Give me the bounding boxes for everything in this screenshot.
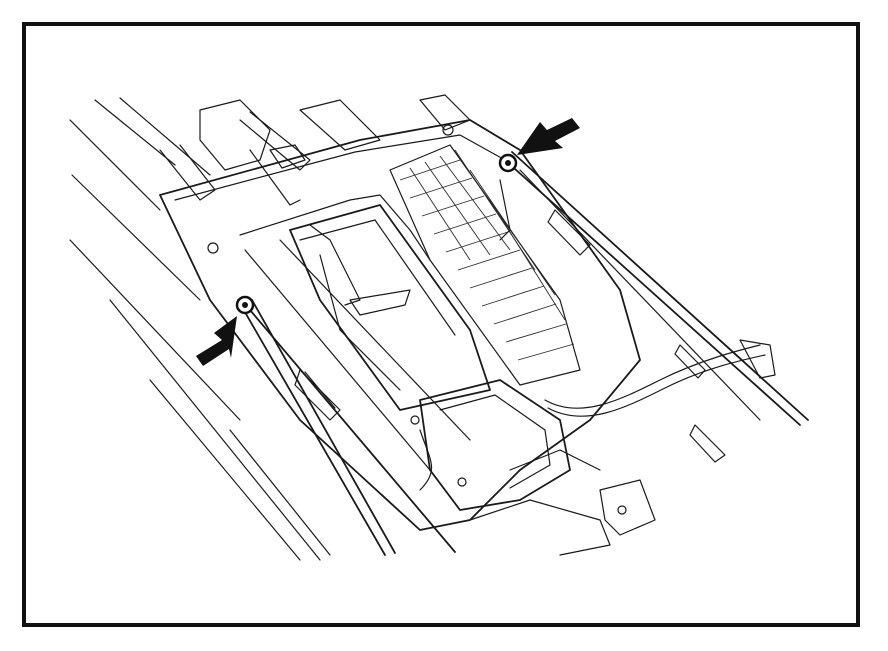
console-assembly-drawing [69, 94, 809, 561]
hatched-grille [389, 144, 581, 386]
wiring-harness [419, 179, 776, 491]
body-contour-lines [69, 97, 331, 561]
fastener-icon [498, 153, 518, 173]
left-side-rail [237, 299, 456, 556]
lower-bracket [207, 124, 656, 556]
upper-mechanism [159, 94, 471, 206]
storage-compartment [289, 204, 491, 411]
right-side-rail [504, 151, 809, 463]
arrow-icon [517, 118, 580, 155]
fastener-icon [235, 295, 255, 315]
arrow-icon [196, 316, 237, 366]
